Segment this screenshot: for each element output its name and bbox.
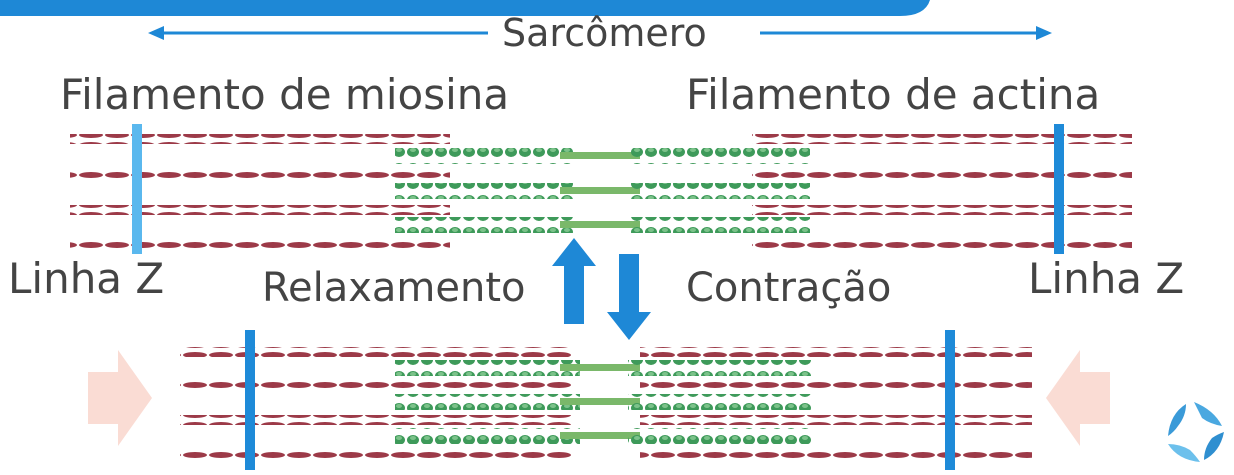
- z-line: [1054, 124, 1064, 254]
- actin-filament: [752, 205, 1132, 215]
- sarcomere-relaxed: [70, 124, 1132, 254]
- myosin-filament: [395, 428, 813, 444]
- actin-filament: [752, 134, 1132, 144]
- myosin-filament: [395, 394, 813, 410]
- relaxation-label: Relaxamento: [262, 265, 526, 311]
- force-arrow-right-icon: [88, 350, 152, 446]
- z-line-label-right: Linha Z: [1028, 254, 1185, 303]
- z-line: [945, 330, 955, 470]
- actin-filament: [640, 415, 1032, 425]
- header-banner: [0, 0, 930, 16]
- z-line-label-left: Linha Z: [8, 254, 165, 303]
- actin-filament: [180, 381, 572, 391]
- sarcomere-contracted: [180, 330, 1032, 470]
- actin-filament: [640, 381, 1032, 391]
- myosin-filament: [395, 360, 813, 376]
- logo-icon: [1168, 402, 1224, 462]
- actin-filament-label: Filamento de actina: [686, 70, 1101, 119]
- arrow-up-icon: [552, 238, 596, 324]
- actin-filament: [70, 170, 450, 180]
- contraction-label: Contração: [686, 265, 892, 311]
- sarcomere-span-arrow: [148, 26, 1052, 40]
- actin-filament: [180, 448, 572, 458]
- actin-filament: [70, 205, 450, 215]
- actin-filament: [70, 239, 450, 249]
- actin-filament: [752, 170, 1132, 180]
- myosin-filament-label: Filamento de miosina: [60, 70, 510, 119]
- myosin-filament: [395, 183, 810, 199]
- actin-filament: [70, 134, 450, 144]
- force-arrow-left-icon: [1046, 350, 1110, 446]
- actin-filament: [640, 347, 1032, 357]
- actin-filament: [180, 347, 572, 357]
- myosin-filament: [395, 148, 810, 164]
- actin-filament: [752, 239, 1132, 249]
- arrow-down-icon: [607, 254, 651, 340]
- z-line: [132, 124, 142, 254]
- actin-filament: [640, 448, 1032, 458]
- z-line: [245, 330, 255, 470]
- myosin-filament: [395, 217, 810, 233]
- actin-filament: [180, 415, 572, 425]
- sarcomere-label: Sarcômero: [502, 11, 707, 55]
